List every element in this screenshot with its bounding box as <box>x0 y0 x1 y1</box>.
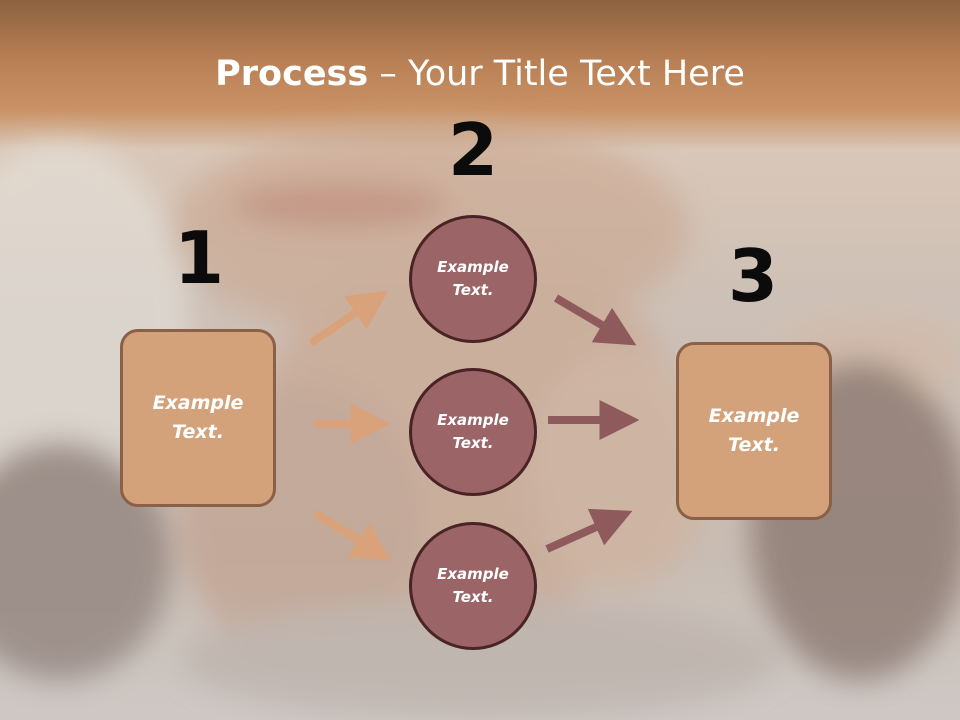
slide-title: Process – Your Title Text Here <box>0 52 960 96</box>
step-3-box: Example Text. <box>676 342 832 520</box>
arrow-2c-to-3 <box>545 508 633 553</box>
step-number-2: 2 <box>447 108 499 192</box>
step-2-circle-3: Example Text. <box>409 522 537 650</box>
step-3-label: Example Text. <box>708 405 800 456</box>
title-rest: – Your Title Text Here <box>368 54 745 94</box>
step-number-3: 3 <box>727 234 779 318</box>
step-2-circle-2: Example Text. <box>409 368 537 496</box>
step-2-circle-3-label: Example Text. <box>437 565 509 606</box>
step-2-circle-1: Example Text. <box>409 215 537 343</box>
arrow-1-to-2c <box>312 509 393 561</box>
arrow-2a-to-3 <box>553 294 637 346</box>
arrow-1-to-2a <box>308 290 389 347</box>
step-1-label: Example Text. <box>152 392 244 443</box>
step-2-circle-2-label: Example Text. <box>437 411 509 452</box>
step-1-box: Example Text. <box>120 329 276 507</box>
step-number-1: 1 <box>173 216 225 300</box>
step-2-circle-1-label: Example Text. <box>437 258 509 299</box>
title-bold: Process <box>215 54 369 94</box>
